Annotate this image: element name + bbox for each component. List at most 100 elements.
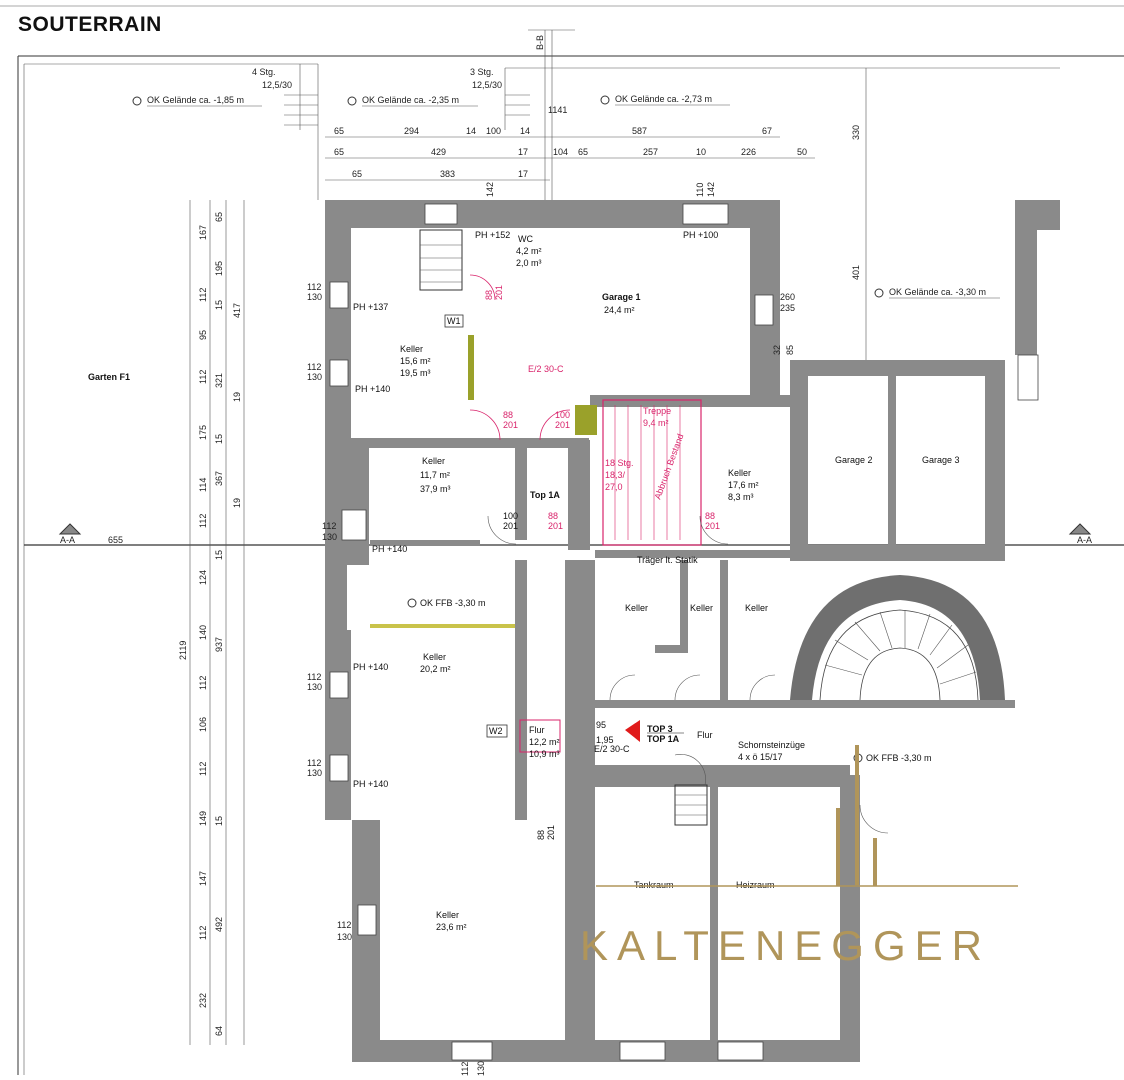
svg-text:50: 50 xyxy=(797,147,807,157)
svg-text:112: 112 xyxy=(307,362,321,372)
svg-text:88: 88 xyxy=(705,511,715,521)
svg-text:17,6 m²: 17,6 m² xyxy=(728,480,759,490)
svg-text:130: 130 xyxy=(337,932,352,942)
svg-text:112: 112 xyxy=(337,920,351,930)
svg-text:112: 112 xyxy=(307,672,321,682)
svg-text:232: 232 xyxy=(198,993,208,1008)
svg-text:12,5/30: 12,5/30 xyxy=(262,80,292,90)
room-keller2-name: Keller xyxy=(422,456,445,466)
svg-text:140: 140 xyxy=(198,625,208,640)
svg-text:114: 114 xyxy=(198,478,208,492)
svg-text:321: 321 xyxy=(214,373,224,388)
room-garage3: Garage 3 xyxy=(922,455,960,465)
svg-text:PH +140: PH +140 xyxy=(372,544,407,554)
svg-text:401: 401 xyxy=(851,265,861,280)
svg-text:15: 15 xyxy=(214,816,224,826)
svg-text:PH +140: PH +140 xyxy=(355,384,390,394)
svg-text:65: 65 xyxy=(578,147,588,157)
svg-text:201: 201 xyxy=(705,521,720,531)
section-dist: 655 xyxy=(108,535,123,545)
beam-highlight xyxy=(370,624,515,628)
svg-text:2,0 m³: 2,0 m³ xyxy=(516,258,542,268)
svg-text:1141: 1141 xyxy=(548,105,567,115)
stair-heizraum xyxy=(674,784,708,826)
section-label-left: A-A xyxy=(60,535,75,545)
room-labels: Keller 15,6 m² 19,5 m³ Keller 11,7 m² 37… xyxy=(400,234,960,932)
room-keller-small-3: Keller xyxy=(745,603,768,613)
chimney-title: Schornsteinzüge xyxy=(738,740,805,750)
windows xyxy=(329,203,1039,1061)
tag-flur: Flur xyxy=(697,730,713,740)
svg-text:130: 130 xyxy=(307,682,322,692)
tag-ec1: E/2 30-C xyxy=(528,364,564,374)
svg-text:260: 260 xyxy=(780,292,795,302)
door-arcs xyxy=(469,274,889,834)
svg-text:330: 330 xyxy=(851,125,861,140)
watermark-text: KALTENEGGER xyxy=(580,922,991,969)
svg-text:106: 106 xyxy=(198,717,208,732)
svg-text:110: 110 xyxy=(695,183,705,197)
svg-text:201: 201 xyxy=(546,825,556,840)
walls xyxy=(325,200,1060,1062)
tag-top1a: Top 1A xyxy=(530,490,560,500)
svg-text:19: 19 xyxy=(232,392,242,402)
svg-text:10: 10 xyxy=(696,147,706,157)
svg-text:142: 142 xyxy=(706,182,716,197)
svg-text:20,2 m²: 20,2 m² xyxy=(420,664,451,674)
ph-labels: PH +137 PH +140 PH +140 PH +140 PH +140 … xyxy=(353,230,718,789)
svg-text:65: 65 xyxy=(334,147,344,157)
entrance-arrow xyxy=(625,720,640,742)
svg-text:104: 104 xyxy=(553,147,568,157)
svg-text:429: 429 xyxy=(431,147,446,157)
room-garage1-name: Garage 1 xyxy=(602,292,641,302)
watermark-logo: KALTENEGGER xyxy=(580,745,1018,969)
svg-text:19: 19 xyxy=(232,498,242,508)
wall-highlight-green xyxy=(468,335,474,400)
svg-text:12,5/30: 12,5/30 xyxy=(472,80,502,90)
svg-text:18,3/: 18,3/ xyxy=(605,470,626,480)
ground-level-2: OK Gelände ca. -2,35 m xyxy=(362,95,459,105)
svg-text:124: 124 xyxy=(198,570,208,585)
svg-text:383: 383 xyxy=(440,169,455,179)
svg-text:95: 95 xyxy=(596,720,606,730)
svg-text:64: 64 xyxy=(214,1026,224,1036)
ground-level-4: OK Gelände ca. -3,30 m xyxy=(889,287,986,297)
flur-marker xyxy=(519,719,561,753)
stair-steps-top xyxy=(284,94,530,126)
svg-text:201: 201 xyxy=(494,285,504,300)
svg-text:65: 65 xyxy=(352,169,362,179)
svg-text:417: 417 xyxy=(232,303,242,318)
svg-text:1,95: 1,95 xyxy=(596,735,614,745)
svg-text:95: 95 xyxy=(198,330,208,340)
room-keller5-name: Keller xyxy=(728,468,751,478)
svg-text:937: 937 xyxy=(214,637,224,652)
svg-text:15,6 m²: 15,6 m² xyxy=(400,356,431,366)
svg-text:142: 142 xyxy=(485,182,495,197)
section-label-right: A-A xyxy=(1077,535,1092,545)
svg-text:24,4 m²: 24,4 m² xyxy=(604,305,635,315)
svg-text:112: 112 xyxy=(198,676,208,690)
dim-rows: 65 294 14 100 14 587 67 65 429 17 104 65… xyxy=(325,68,867,360)
svg-text:37,9 m³: 37,9 m³ xyxy=(420,484,451,494)
svg-text:27,0: 27,0 xyxy=(605,482,623,492)
room-heizraum: Heizraum xyxy=(736,880,775,890)
svg-text:88: 88 xyxy=(484,290,494,300)
svg-text:130: 130 xyxy=(307,292,322,302)
svg-text:130: 130 xyxy=(307,768,322,778)
column-highlight xyxy=(575,405,597,435)
stair-left xyxy=(419,229,463,291)
grid-label: B-B xyxy=(535,35,545,50)
svg-text:17: 17 xyxy=(518,169,528,179)
svg-text:PH +100: PH +100 xyxy=(683,230,718,240)
svg-text:14: 14 xyxy=(520,126,530,136)
room-treppe-name: Treppe xyxy=(643,406,671,416)
room-tankraum: Tankraum xyxy=(634,880,674,890)
svg-text:88: 88 xyxy=(548,511,558,521)
svg-text:130: 130 xyxy=(476,1061,486,1076)
tag-w2: W2 xyxy=(489,726,503,736)
svg-text:175: 175 xyxy=(198,425,208,440)
ground-level-3: OK Gelände ca. -2,73 m xyxy=(615,94,712,104)
chimney-size: 4 x ö 15/17 xyxy=(738,752,783,762)
svg-text:100: 100 xyxy=(555,410,570,420)
